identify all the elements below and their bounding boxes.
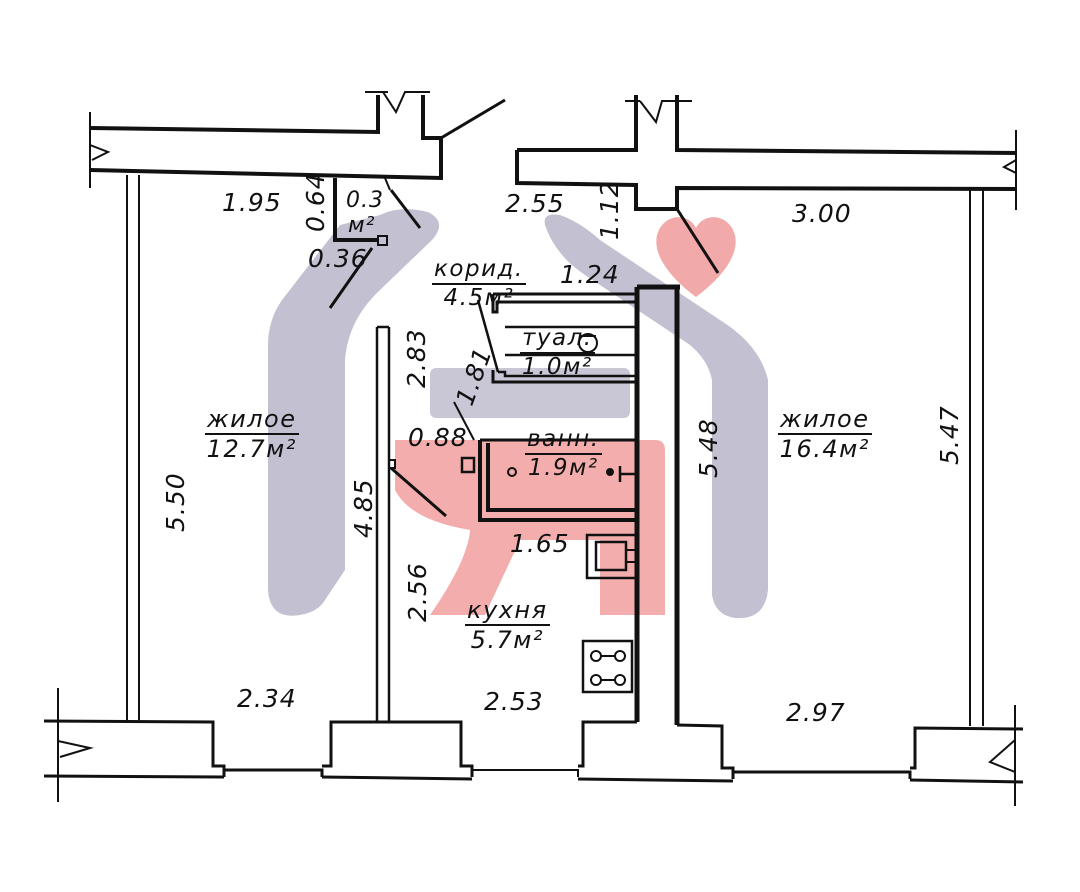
room-corridor-area: 4.5м² <box>443 285 515 311</box>
room-living-right: жилое 16.4м² <box>778 407 872 461</box>
room-bath-name: ванн. <box>525 428 602 455</box>
room-toilet-area: 1.0м² <box>521 354 593 380</box>
dim-bath-width: 1.65 <box>510 529 570 558</box>
dim-bottom-right-width: 2.97 <box>786 698 846 727</box>
dim-kitchen-side: 2.56 <box>403 562 432 622</box>
room-living-left-name: жилое <box>205 405 299 435</box>
dim-closet-width: 0.36 <box>308 244 368 273</box>
room-kitchen-area: 5.7м² <box>470 626 544 654</box>
room-living-right-area: 16.4м² <box>779 435 870 463</box>
room-toilet: туал. 1.0м² <box>520 327 595 379</box>
dim-bath-door: 0.88 <box>408 423 468 452</box>
dim-closet-depth: 0.64 <box>301 172 330 232</box>
dim-partition-height: 4.85 <box>349 478 378 538</box>
watermark-logo <box>268 209 768 619</box>
dim-right-partition: 5.48 <box>694 418 723 478</box>
room-bath: ванн. 1.9м² <box>525 428 602 480</box>
dim-corridor-niche: 1.12 <box>595 180 624 240</box>
dim-corridor-partition: 2.83 <box>402 328 431 388</box>
room-kitchen: кухня 5.7м² <box>465 598 550 652</box>
room-living-left-area: 12.7м² <box>206 435 297 463</box>
dim-kitchen-width: 2.53 <box>484 687 544 716</box>
dim-corridor-top-width: 2.55 <box>505 189 565 218</box>
walls <box>43 91 1024 806</box>
dim-top-left-width: 1.95 <box>222 188 282 217</box>
room-living-left: жилое 12.7м² <box>205 407 299 461</box>
closet-label: 0.3 <box>346 188 384 213</box>
dim-right-room-height: 5.47 <box>935 405 964 465</box>
letter-ya-icon <box>395 440 665 615</box>
room-corridor-name: корид. <box>432 258 526 285</box>
heart-icon <box>656 217 736 297</box>
room-toilet-name: туал. <box>520 327 595 354</box>
dim-toilet-width: 1.24 <box>560 260 620 289</box>
room-living-right-name: жилое <box>778 405 872 435</box>
room-kitchen-name: кухня <box>465 596 550 626</box>
dim-bottom-left-width: 2.34 <box>237 684 297 713</box>
room-corridor: корид. 4.5м² <box>432 258 526 310</box>
dim-left-room-height: 5.50 <box>161 472 190 532</box>
closet-area: м² <box>348 213 376 238</box>
room-bath-area: 1.9м² <box>527 455 599 481</box>
dim-top-right-width: 3.00 <box>792 199 852 228</box>
